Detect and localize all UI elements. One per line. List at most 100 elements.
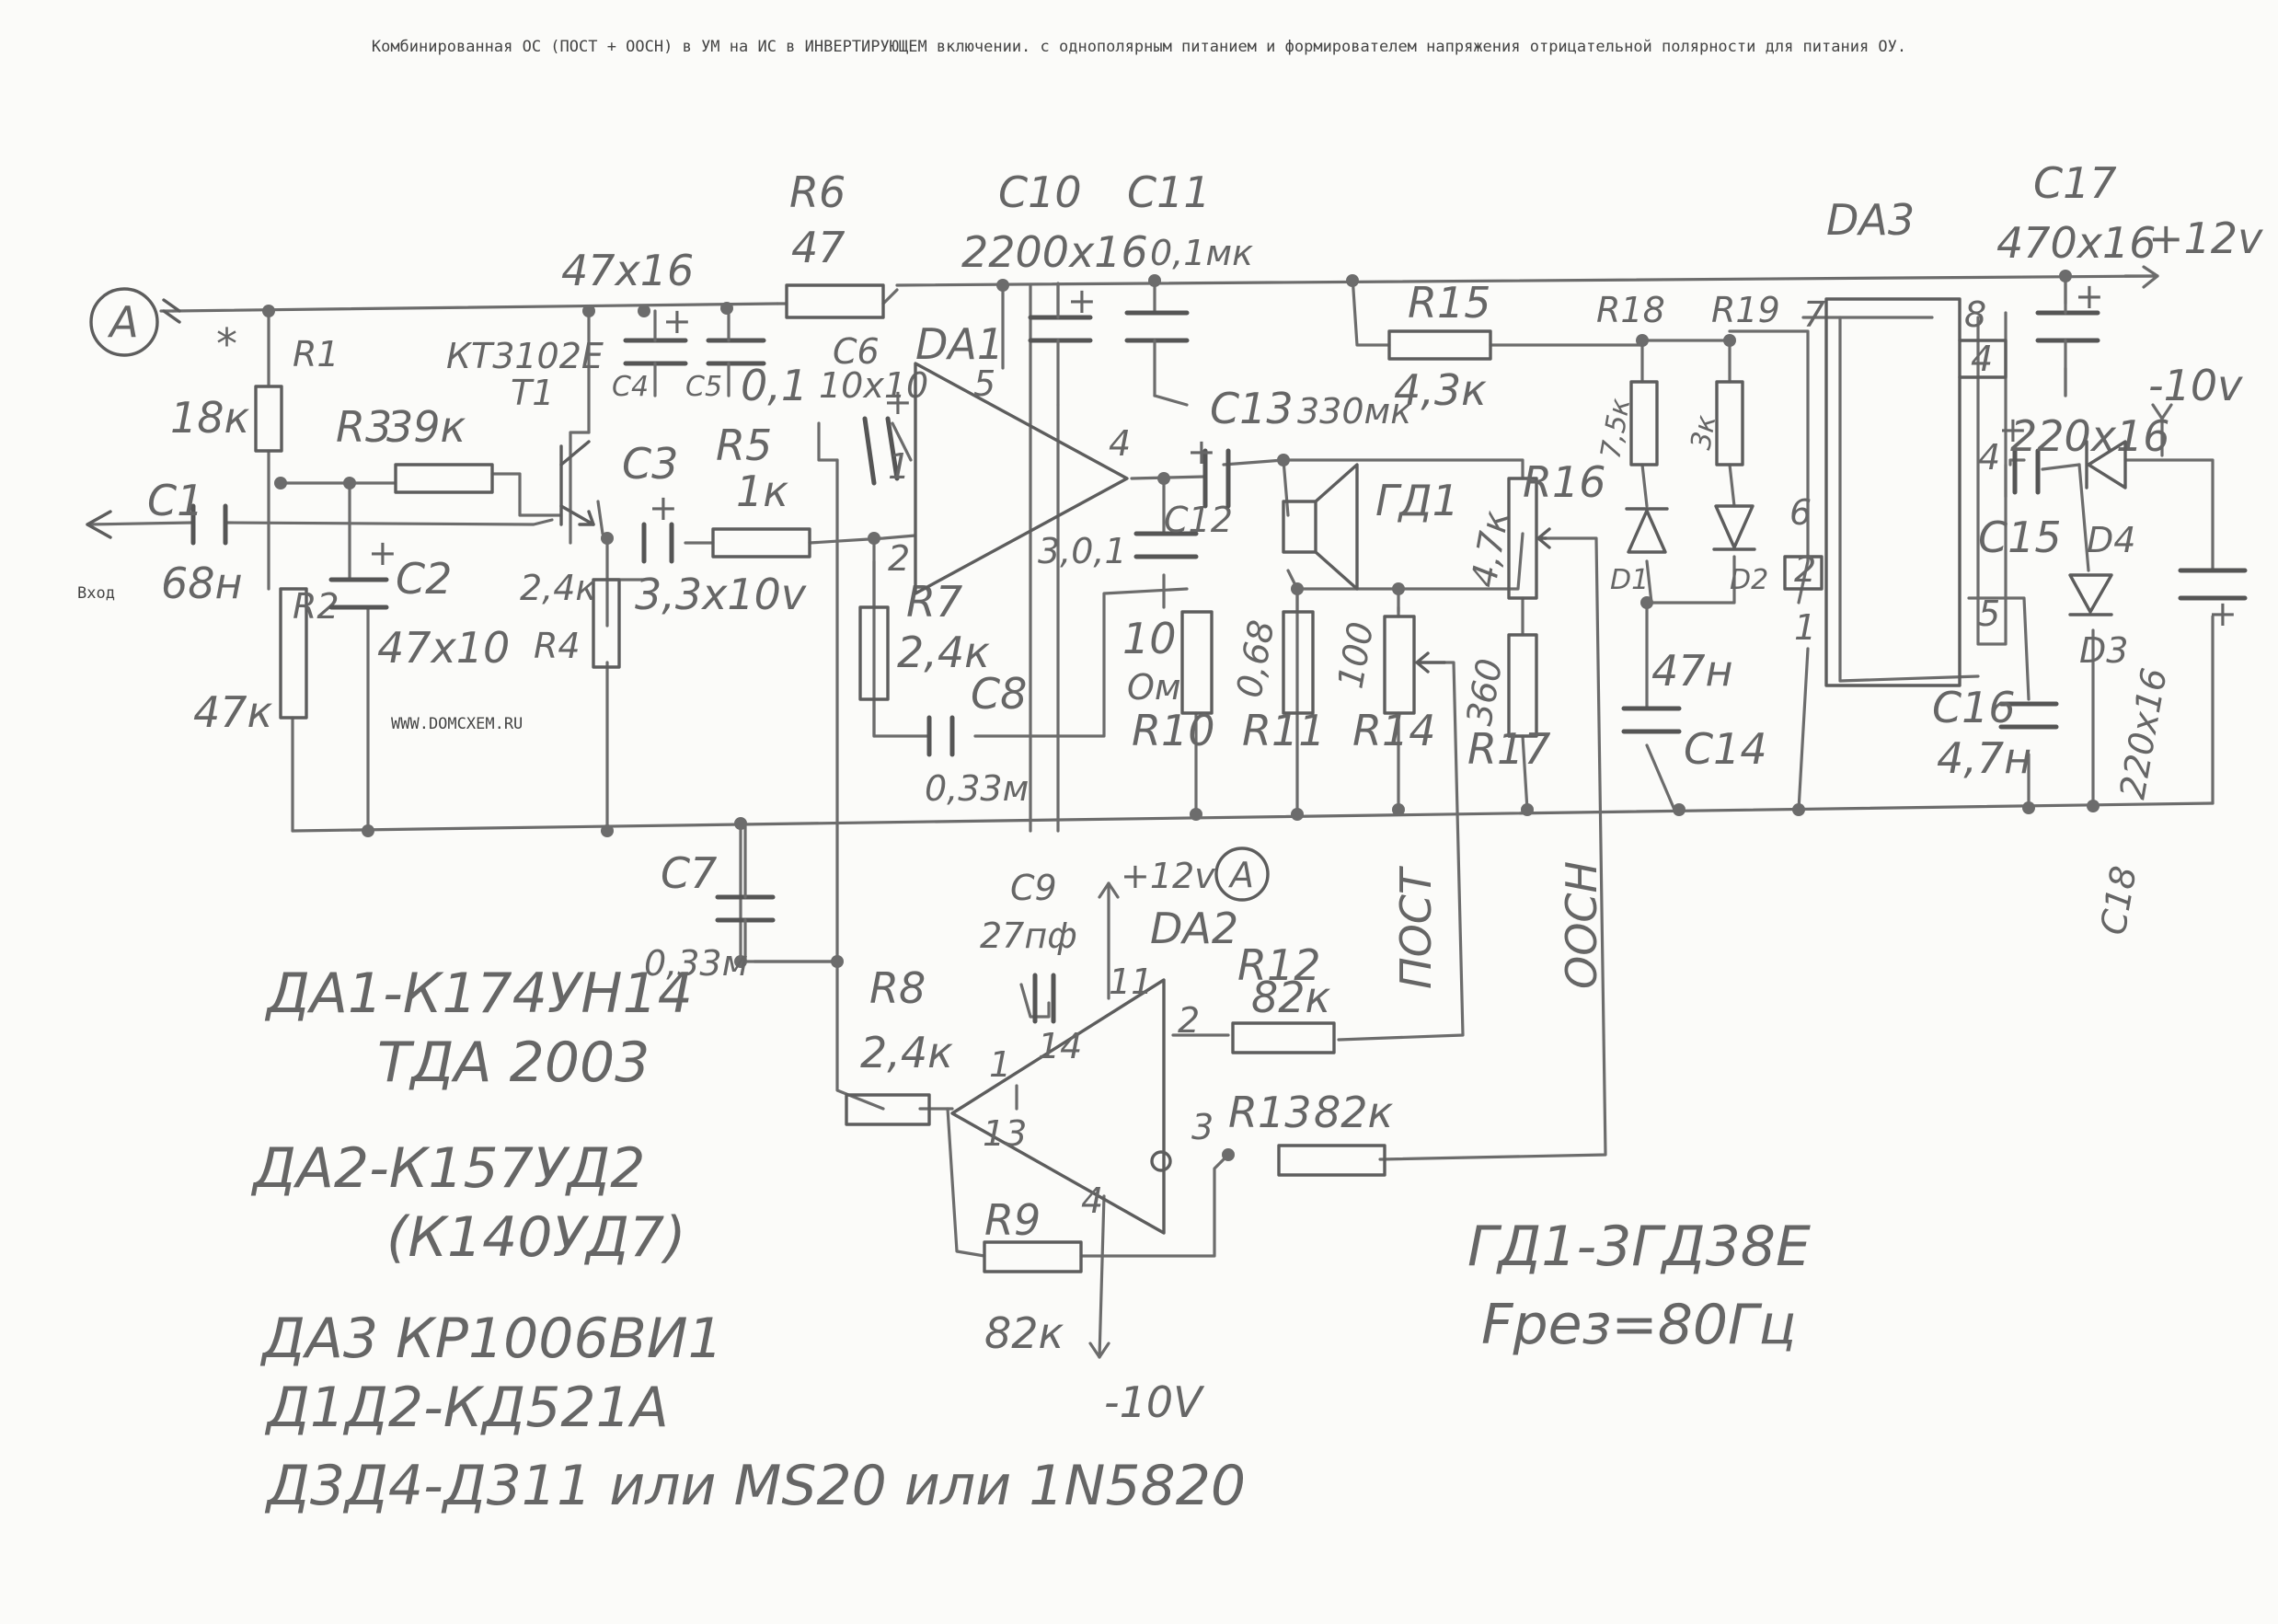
supply-neg-arrow: -10v xyxy=(2148,361,2243,420)
svg-text:ГД1: ГД1 xyxy=(1375,476,1459,525)
svg-text:C1: C1 xyxy=(147,476,203,525)
timer-da3: DA3 7 8 4 6 2 1 5 xyxy=(1783,195,2008,687)
node-a-left: A xyxy=(89,287,181,357)
capacitor-c10: + C10 2200х16 xyxy=(961,167,1148,407)
svg-text:5: 5 xyxy=(1978,593,2000,634)
svg-text:68н: 68н xyxy=(161,559,243,608)
svg-text:+: + xyxy=(2208,593,2238,634)
svg-text:C7: C7 xyxy=(661,848,717,898)
resistor-r15: R15 4,3к xyxy=(1387,278,1492,415)
svg-text:1: 1 xyxy=(1794,607,1816,648)
svg-text:14: 14 xyxy=(1038,1026,1082,1066)
svg-text:4: 4 xyxy=(1971,339,1993,379)
svg-text:+: + xyxy=(2075,276,2104,317)
svg-text:+12v: +12v xyxy=(2148,213,2263,263)
resistor-r10: 10 Ом R10 xyxy=(1122,610,1215,755)
svg-text:DA3: DA3 xyxy=(1826,195,1915,245)
svg-text:1: 1 xyxy=(888,446,910,487)
svg-text:27пф: 27пф xyxy=(980,916,1077,956)
svg-text:+: + xyxy=(883,382,913,422)
svg-text:2: 2 xyxy=(1178,1000,1200,1041)
resistor-r17: 360 R17 xyxy=(1459,633,1551,774)
svg-text:R11: R11 xyxy=(1242,706,1326,755)
svg-text:2,4к: 2,4к xyxy=(897,628,990,677)
svg-text:4: 4 xyxy=(1109,423,1131,464)
svg-text:39к: 39к xyxy=(386,402,466,452)
svg-text:R9: R9 xyxy=(984,1195,1041,1245)
da2-pos-rail: +12v A xyxy=(1098,847,1270,902)
svg-text:R18: R18 xyxy=(1596,290,1665,330)
svg-text:T1: T1 xyxy=(511,373,554,413)
resistor-r2: R2 47к xyxy=(193,586,339,737)
wires xyxy=(86,274,2215,1359)
svg-text:ДА3 КР1006ВИ1: ДА3 КР1006ВИ1 xyxy=(259,1307,723,1371)
resistor-r5: R5 1к xyxy=(711,420,811,559)
svg-text:1: 1 xyxy=(989,1044,1011,1085)
svg-text:D2: D2 xyxy=(1730,564,1768,596)
svg-text:-10v: -10v xyxy=(2148,361,2243,410)
svg-text:DA1: DA1 xyxy=(915,319,1004,369)
svg-text:*: * xyxy=(216,319,237,369)
svg-text:82к: 82к xyxy=(1314,1088,1394,1137)
capacitor-c9: C9 27пф xyxy=(980,868,1077,1024)
svg-text:7: 7 xyxy=(1803,294,1825,335)
input-label: Вход xyxy=(77,584,115,603)
svg-text:-10V: -10V xyxy=(1104,1377,1205,1427)
resistor-r11: 0,68 R11 xyxy=(1229,610,1326,755)
resistor-r12: R12 82к xyxy=(1231,940,1336,1054)
op-amp-da2: DA2 1 14 11 2 3 13 4 xyxy=(950,904,1238,1235)
da2-neg-rail: -10V xyxy=(1088,1342,1205,1427)
svg-text:ГД1-3ГД38Е: ГД1-3ГД38Е xyxy=(1467,1215,1811,1279)
svg-text:3,0,1: 3,0,1 xyxy=(1038,531,1127,571)
capacitor-c5: C5 0,1 xyxy=(685,309,808,410)
svg-text:5: 5 xyxy=(973,363,995,404)
svg-text:R15: R15 xyxy=(1408,278,1491,328)
svg-text:R8: R8 xyxy=(869,963,926,1013)
svg-text:DA2: DA2 xyxy=(1150,904,1238,953)
svg-text:C5: C5 xyxy=(685,371,722,403)
svg-text:360: 360 xyxy=(1459,655,1511,728)
svg-text:R6: R6 xyxy=(789,167,846,217)
svg-text:3к: 3к xyxy=(1685,413,1722,453)
svg-text:13: 13 xyxy=(983,1113,1027,1154)
capacitor-c16: C16 4,7н xyxy=(1932,683,2059,783)
svg-text:+: + xyxy=(662,301,692,341)
diode-d1: D1 xyxy=(1610,507,1669,596)
svg-text:10х10: 10х10 xyxy=(819,365,928,406)
svg-text:R14: R14 xyxy=(1352,706,1436,755)
svg-text:C9: C9 xyxy=(1010,868,1057,908)
capacitor-c1: C1 68н xyxy=(147,476,243,608)
resistor-r9: R9 82к xyxy=(983,1195,1083,1358)
svg-text:10: 10 xyxy=(1122,614,1177,663)
svg-text:220х16: 220х16 xyxy=(2112,665,2175,802)
svg-text:C3: C3 xyxy=(622,439,678,489)
resistor-r18: R18 7,5к xyxy=(1594,290,1665,466)
sheet-title: Комбинированная ОС (ПОСТ + ООСН) в УМ на… xyxy=(372,38,1906,56)
svg-text:11: 11 xyxy=(1109,962,1153,1002)
svg-text:+: + xyxy=(1067,281,1097,321)
svg-text:КТ3102Е: КТ3102Е xyxy=(446,336,604,376)
resistor-r19: R19 3к xyxy=(1685,290,1780,466)
svg-text:0,1: 0,1 xyxy=(741,361,808,410)
svg-text:C13: C13 xyxy=(1210,384,1294,433)
post-label: ПОСТ xyxy=(1391,865,1441,989)
svg-text:Д3Д4-Д311 или МS20 или 1N5820: Д3Д4-Д311 или МS20 или 1N5820 xyxy=(264,1454,1246,1518)
svg-text:3: 3 xyxy=(1191,1107,1214,1147)
svg-text:R17: R17 xyxy=(1467,724,1551,774)
capacitor-c15: + 4 C15 220х16 xyxy=(1978,409,2170,562)
capacitor-c18: + 220х16 C18 xyxy=(2092,568,2248,938)
resistor-r4: 2,4к R4 xyxy=(520,568,621,669)
input-arrow xyxy=(86,510,112,539)
svg-text:330мк: 330мк xyxy=(1297,391,1411,432)
svg-text:+: + xyxy=(1187,432,1216,472)
svg-text:+12v: +12v xyxy=(1121,856,1215,896)
resistor-r16-trimmer: R16 4,7к xyxy=(1464,457,1606,600)
svg-text:C15: C15 xyxy=(1978,513,2062,562)
capacitor-c12: 3,0,1 C12 xyxy=(1038,500,1233,571)
capacitor-c3: + C3 3,3х10v xyxy=(622,439,807,619)
resistor-r8: R8 2,4к xyxy=(845,963,953,1126)
svg-text:C11: C11 xyxy=(1127,167,1211,217)
svg-text:C12: C12 xyxy=(1164,500,1233,540)
svg-text:0,33м: 0,33м xyxy=(925,768,1029,809)
svg-text:220х16: 220х16 xyxy=(2010,411,2170,461)
